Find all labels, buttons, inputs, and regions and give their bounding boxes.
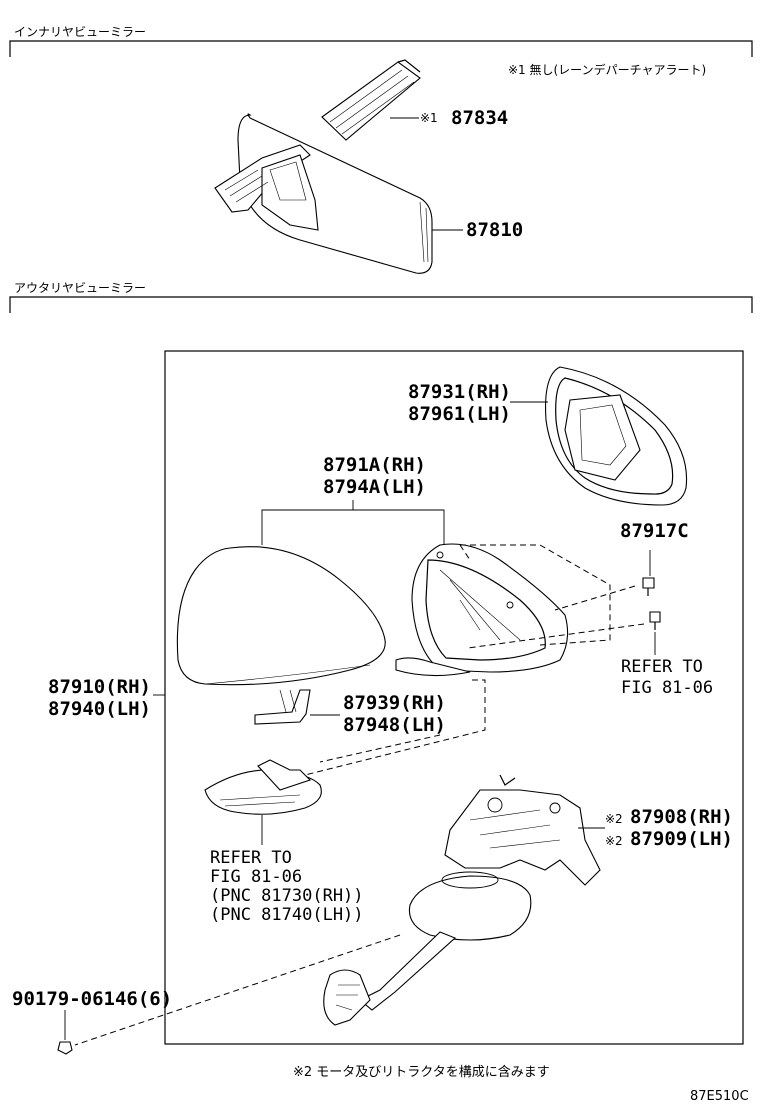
- outer-mirror-section-title: アウタリヤビューミラー: [14, 281, 147, 295]
- part-87917c-label: 87917C: [620, 520, 689, 542]
- inner-section-frame: [9, 40, 753, 57]
- inner-mirror-part: [214, 113, 433, 274]
- part-90179-label: 90179-06146(6): [12, 988, 173, 1010]
- part-87931-label: 87931(RH): [408, 381, 511, 403]
- turn-lamp-part: [204, 759, 322, 815]
- part-87834-mark: ※1: [420, 111, 438, 125]
- lamp-bracket-part: [254, 689, 311, 725]
- part-87940-label: 87940(LH): [48, 698, 151, 720]
- screw-refer: [649, 611, 661, 630]
- inner-mirror-section-title: インナリヤビューミラー: [14, 25, 147, 39]
- part-87909-mark: ※2: [605, 834, 623, 848]
- part-87909-label: 87909(LH): [630, 828, 733, 850]
- bolt-90179: [57, 1041, 73, 1055]
- part-87810-label: 87810: [466, 219, 524, 241]
- part-8791a-label: 8791A(RH): [323, 454, 426, 476]
- part-87908-mark: ※2: [605, 812, 623, 826]
- part-8794a-label: 8794A(LH): [323, 476, 426, 498]
- mirror-glass-part: [545, 366, 688, 506]
- outer-cover-part: [176, 546, 386, 686]
- refer-1-line-b: FIG 81-06: [621, 678, 714, 698]
- assembly-box: [164, 350, 744, 1045]
- note-2: ※2 モータ及びリトラクタを構成に含みます: [293, 1065, 550, 1080]
- refer-1-line-a: REFER TO: [621, 657, 703, 677]
- outer-section-frame: [9, 296, 753, 313]
- part-87961-label: 87961(LH): [408, 403, 511, 425]
- mirror-housing-part: [395, 543, 569, 677]
- part-87908-label: 87908(RH): [630, 806, 733, 828]
- part-87939-label: 87939(RH): [343, 692, 446, 714]
- figure-id: 87E510C: [690, 1089, 749, 1104]
- refer-2-line-c: (PNC 81730(RH)): [210, 886, 364, 906]
- part-87834-label: 87834: [451, 107, 509, 129]
- mirror-cover-part: [321, 59, 421, 141]
- refer-2-line-a: REFER TO: [210, 848, 292, 868]
- refer-2-line-d: (PNC 81740(LH)): [210, 905, 364, 925]
- screw-87917c: [642, 577, 655, 596]
- refer-2-line-b: FIG 81-06: [210, 867, 303, 887]
- retractor-part: [444, 774, 601, 886]
- mirror-base-part: [323, 871, 532, 1026]
- note-1: ※1 無し(レーンデパーチャアラート): [508, 63, 707, 77]
- part-87948-label: 87948(LH): [343, 714, 446, 736]
- part-87910-label: 87910(RH): [48, 676, 151, 698]
